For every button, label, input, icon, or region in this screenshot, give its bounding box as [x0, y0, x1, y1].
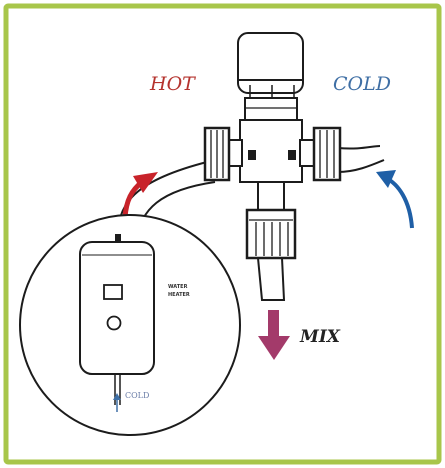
cold-label: COLD	[333, 73, 391, 95]
hot-flow-arrow	[122, 172, 158, 219]
water-heater-inset: COLD WATER HEATER	[19, 214, 241, 436]
mix-label: MIX	[299, 327, 341, 347]
hot-label: HOT	[149, 73, 196, 95]
heater-cold-label: COLD	[125, 391, 149, 400]
cold-flow-arrow	[376, 170, 414, 229]
heater-display	[103, 284, 123, 300]
cold-pipe	[337, 145, 385, 173]
mix-flow-arrow	[258, 310, 290, 360]
heater-knob	[106, 315, 122, 331]
heater-name-line-2: HEATER	[168, 292, 190, 298]
valve-knob	[237, 32, 304, 94]
bottom-union-nut	[245, 208, 297, 260]
water-heater-tank	[79, 241, 155, 375]
heater-name-line-1: WATER	[168, 284, 188, 290]
mixing-valve	[203, 32, 342, 301]
